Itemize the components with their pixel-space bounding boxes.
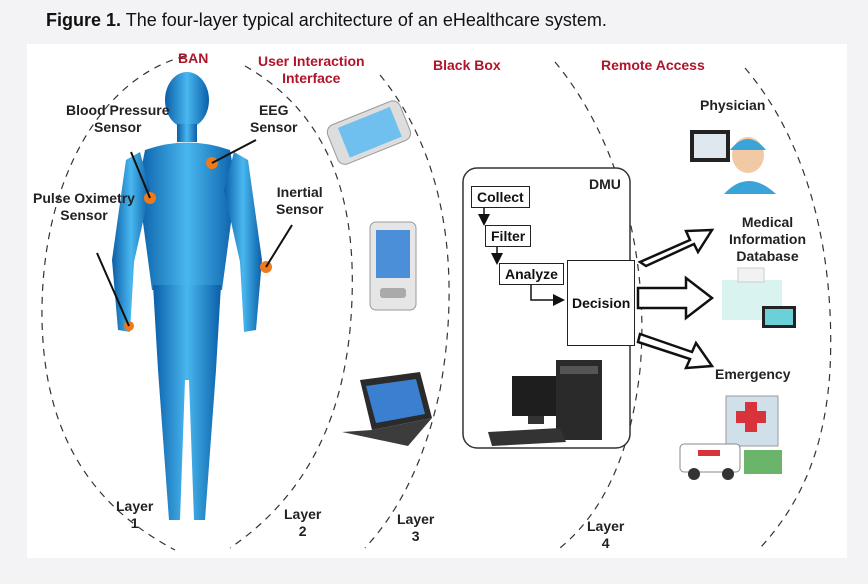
- arrow-to-emergency: [636, 332, 715, 370]
- layer-2-number: 2: [298, 523, 307, 539]
- eeg-label-line1: EEG: [258, 102, 289, 118]
- layer3-boundary: [364, 74, 450, 549]
- figure-caption: Figure 1. The four-layer typical archite…: [46, 10, 607, 31]
- ban-title: BAN: [178, 50, 209, 66]
- dmu-title: DMU: [589, 176, 621, 192]
- medical-label-line2: Information: [729, 231, 806, 247]
- dmu-flow-arrows: [478, 207, 565, 306]
- pda-icon: [369, 221, 417, 311]
- arrow-to-database: [636, 275, 715, 321]
- dmu-step-filter: Filter: [485, 225, 532, 247]
- layer1-boundary: [41, 55, 186, 551]
- layer4-boundary-right: [744, 67, 832, 549]
- inertial-sensor-label: Inertial Sensor: [276, 184, 323, 218]
- medical-label-line1: Medical: [741, 214, 794, 230]
- medical-database-label: Medical Information Database: [729, 214, 806, 265]
- laptop-icon: [342, 372, 432, 446]
- layer2-boundary: [229, 65, 353, 549]
- pulse-oximetry-sensor-label: Pulse Oximetry Sensor: [33, 190, 135, 224]
- dmu-step-decision: Decision: [567, 260, 636, 346]
- user-interface-title-line2: Interface: [282, 70, 341, 86]
- medical-label-line3: Database: [736, 248, 799, 264]
- smartphone-icon: [326, 100, 412, 165]
- layer-3-label: Layer 3: [397, 511, 434, 545]
- layer-4-number: 4: [601, 535, 610, 551]
- arrow-to-physician: [637, 228, 715, 268]
- blood-pressure-sensor-label: Blood Pressure Sensor: [66, 102, 169, 136]
- layer-1-number: 1: [130, 515, 139, 531]
- blood-pressure-label-line2: Sensor: [94, 119, 142, 135]
- emergency-label: Emergency: [715, 366, 791, 382]
- eeg-label-line2: Sensor: [250, 119, 298, 135]
- desktop-computer-icon: [488, 360, 602, 446]
- emergency-icon: [679, 395, 782, 480]
- pulse-oximetry-label-line1: Pulse Oximetry: [33, 190, 135, 206]
- output-arrows: [636, 228, 715, 370]
- user-interface-title: User Interaction Interface: [258, 53, 365, 87]
- layer-3-name: Layer: [397, 511, 435, 527]
- sensor-pointers: [96, 139, 293, 327]
- layer-1-label: Layer 1: [116, 498, 153, 532]
- layer-2-name: Layer: [284, 506, 322, 522]
- layer-boundaries: [41, 55, 832, 551]
- inertial-label-line1: Inertial: [276, 184, 323, 200]
- remote-access-title: Remote Access: [601, 57, 705, 73]
- eeg-sensor-label: EEG Sensor: [250, 102, 297, 136]
- dmu-step-analyze: Analyze: [499, 263, 564, 285]
- user-interface-title-line1: User Interaction: [258, 53, 365, 69]
- human-body-figure: [112, 72, 262, 520]
- layer-3-number: 3: [411, 528, 420, 544]
- dmu-step-collect: Collect: [471, 186, 530, 208]
- caption-text: The four-layer typical architecture of a…: [125, 10, 607, 30]
- medical-database-icon: [722, 267, 796, 328]
- layer-2-label: Layer 2: [284, 506, 321, 540]
- layer-1-name: Layer: [116, 498, 154, 514]
- blood-pressure-label-line1: Blood Pressure: [66, 102, 170, 118]
- physician-label: Physician: [700, 97, 766, 113]
- caption-prefix: Figure 1.: [46, 10, 122, 30]
- inertial-label-line2: Sensor: [276, 201, 324, 217]
- layer-4-label: Layer 4: [587, 518, 624, 552]
- pulse-oximetry-label-line2: Sensor: [60, 207, 108, 223]
- black-box-title: Black Box: [433, 57, 501, 73]
- layer-4-name: Layer: [587, 518, 625, 534]
- physician-icon: [690, 130, 776, 194]
- layer4-boundary-left: [554, 61, 643, 549]
